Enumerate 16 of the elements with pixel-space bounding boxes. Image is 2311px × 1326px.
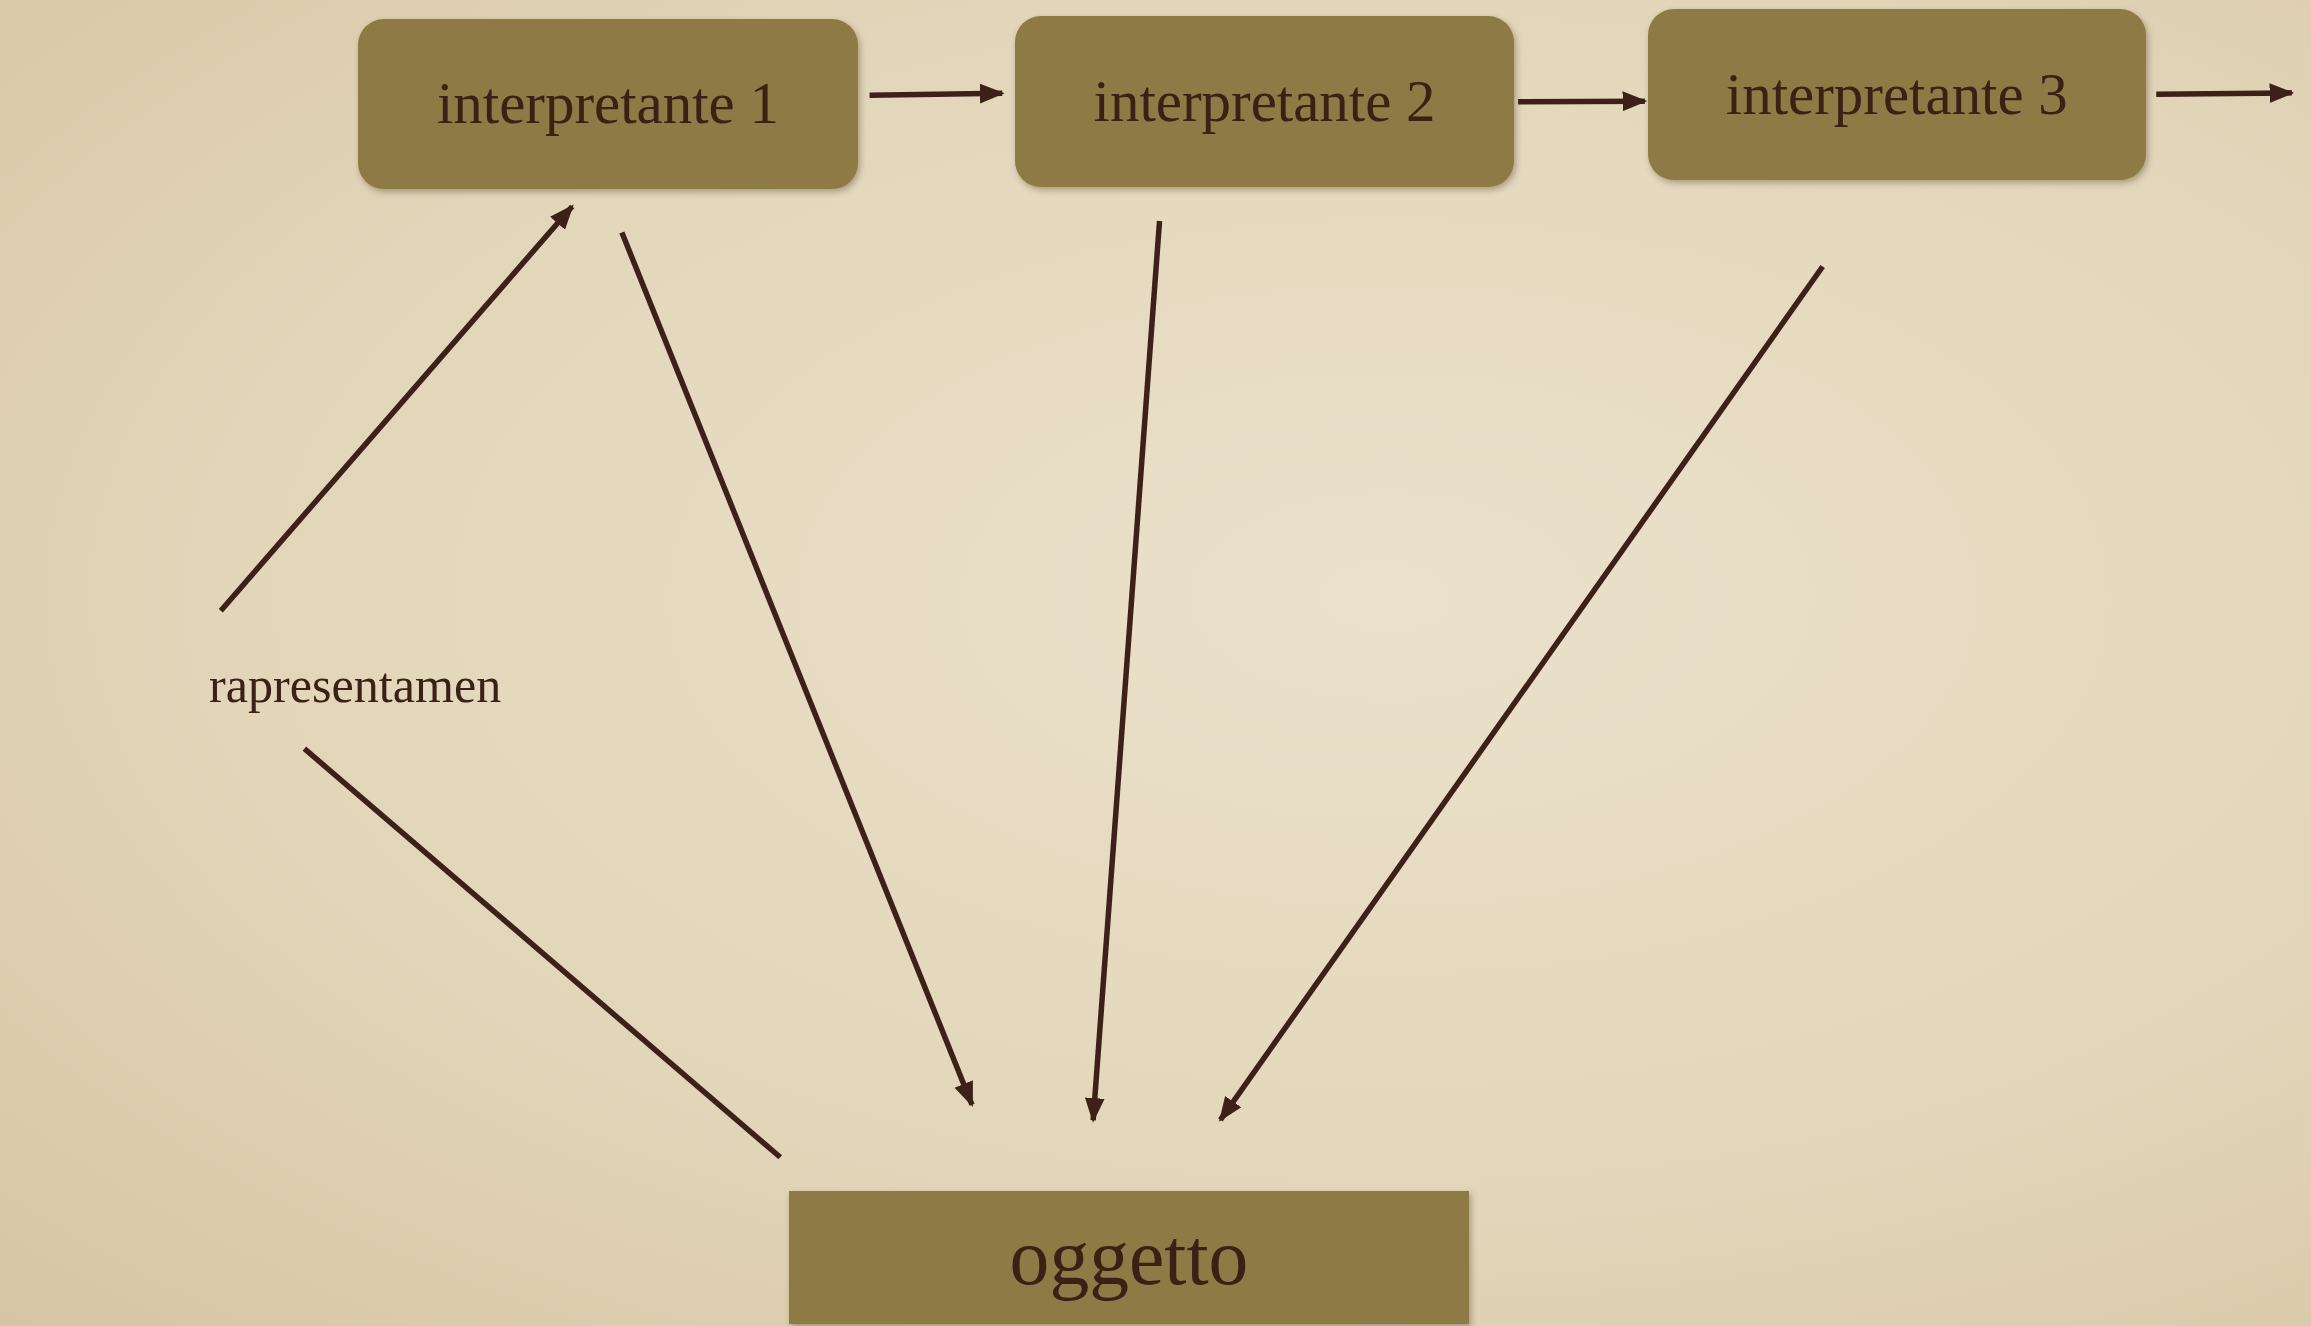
box-label: interpretante 3 — [1725, 59, 2068, 129]
arrow — [2156, 83, 2295, 103]
process-box — [1015, 16, 1514, 188]
process-box — [358, 19, 858, 189]
arrow — [869, 83, 1005, 104]
box-label: interpretante 2 — [1093, 67, 1436, 137]
arrow — [218, 204, 575, 613]
node-label: rapresentamen — [209, 656, 502, 715]
box-label: interpretante 1 — [436, 69, 779, 139]
arrow — [619, 231, 975, 1107]
arrow — [1218, 264, 1825, 1122]
box-label: oggetto — [1009, 1211, 1249, 1303]
object-box — [788, 1190, 1470, 1324]
arrow — [1084, 220, 1163, 1123]
process-box — [1647, 8, 2146, 180]
arrow — [1518, 91, 1648, 112]
